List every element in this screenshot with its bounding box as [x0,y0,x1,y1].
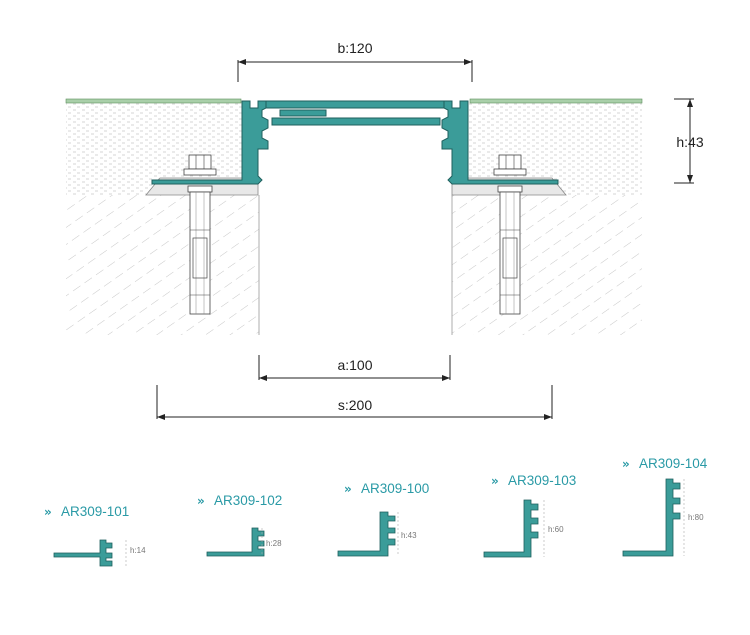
profile-height: h:80 [688,513,704,522]
dimension-b-label: b:120 [337,40,372,56]
chevron-icon: » [44,505,52,519]
chevron-icon: » [344,482,352,496]
profile-shape [483,499,539,558]
chevron-icon: » [622,457,630,471]
profile-variant-ar309-104: » AR309-104 h:80 [622,456,708,557]
cover-plate-lower [271,117,441,126]
dimension-h-label: h:43 [676,134,703,150]
profile-shape [622,478,681,557]
floor-finish-right [469,98,643,104]
anchor-bolt-left [183,154,217,315]
profile-code: AR309-102 [214,493,282,508]
profile-code: AR309-104 [639,456,708,471]
dimension-h: h:43 [674,98,704,184]
anchor-bolt-right [493,154,527,315]
dimension-b: b:120 [237,40,473,82]
cross-section [65,98,643,335]
dimension-s: s:200 [156,385,553,420]
chevron-icon: » [491,474,499,488]
profile-code: AR309-101 [61,504,129,519]
concrete-slab-left [66,195,259,335]
profile-shape [206,527,265,557]
profile-right [441,100,559,185]
profile-height: h:14 [130,546,146,555]
profile-variant-ar309-103: » AR309-103 h:60 [483,473,576,558]
profile-variant-ar309-100: » AR309-100 h:43 [337,481,429,557]
dimension-a-label: a:100 [337,357,372,373]
profile-height: h:28 [266,539,282,548]
dimension-a: a:100 [258,355,451,381]
profile-height: h:60 [548,525,564,534]
floor-finish-left [65,98,242,104]
profile-shape [53,539,113,567]
profile-variant-ar309-101: » AR309-101 h:14 [44,504,146,567]
profile-code: AR309-100 [361,481,429,496]
profile-left [151,100,269,185]
profile-code: AR309-103 [508,473,576,488]
cover-plate-top [265,100,445,109]
profile-height: h:43 [401,531,417,540]
profile-variant-ar309-102: » AR309-102 h:28 [197,493,282,557]
dimension-s-label: s:200 [338,397,372,413]
cover-plate-inner [279,109,327,117]
chevron-icon: » [197,494,205,508]
profile-shape [337,511,396,557]
concrete-slab-right [452,195,642,335]
